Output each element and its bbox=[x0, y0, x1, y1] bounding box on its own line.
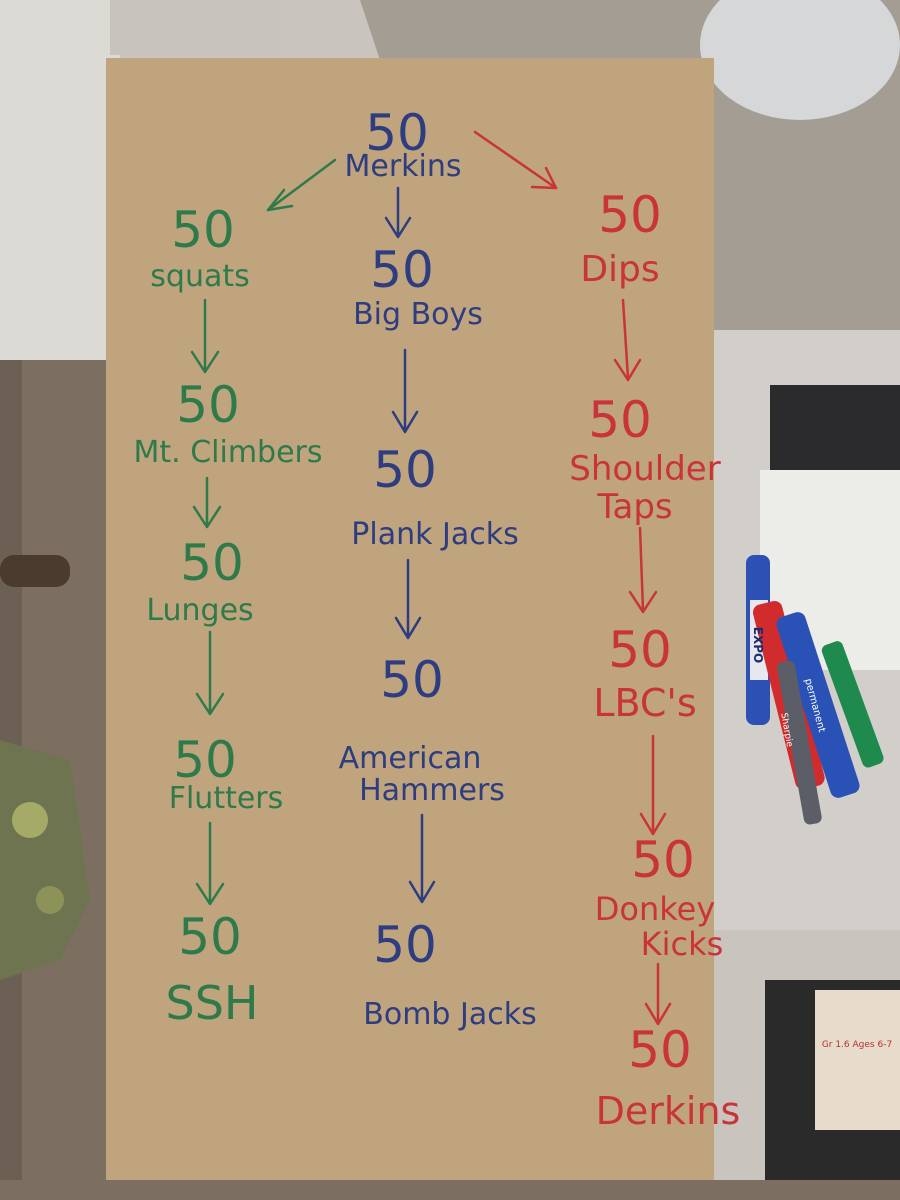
left-name-3: Lunges bbox=[146, 593, 254, 628]
middle-name-1: Big Boys bbox=[353, 297, 483, 332]
markers bbox=[746, 555, 884, 825]
cardboard-board bbox=[106, 58, 714, 1180]
left-count-1: 50 bbox=[171, 201, 235, 259]
right-name-4b: Kicks bbox=[640, 925, 724, 963]
middle-count-2: 50 bbox=[373, 441, 437, 499]
middle-name-4: Bomb Jacks bbox=[363, 997, 537, 1032]
middle-count-3: 50 bbox=[380, 651, 444, 709]
expo-label: EXPO bbox=[751, 626, 766, 664]
permanent-label: permanent bbox=[802, 676, 828, 734]
left-count-3: 50 bbox=[180, 534, 244, 592]
right-name-1: Dips bbox=[580, 249, 660, 290]
middle-name-3b: Hammers bbox=[359, 773, 505, 808]
left-name-4: Flutters bbox=[168, 781, 284, 816]
left-count-2: 50 bbox=[176, 376, 240, 434]
top-count: 50 bbox=[365, 104, 429, 162]
right-count-4: 50 bbox=[631, 831, 695, 889]
top-name: Merkins bbox=[344, 149, 462, 184]
right-name-2a: Shoulder bbox=[569, 449, 721, 489]
permanent-marker: permanent bbox=[800, 660, 830, 750]
left-name-5: SSH bbox=[165, 976, 259, 1030]
right-count-5: 50 bbox=[628, 1021, 692, 1079]
right-count-1: 50 bbox=[598, 186, 662, 244]
middle-count-1: 50 bbox=[370, 241, 434, 299]
middle-name-2: Plank Jacks bbox=[351, 517, 519, 552]
right-name-2b: Taps bbox=[597, 487, 673, 527]
left-count-5: 50 bbox=[178, 908, 242, 966]
right-count-3: 50 bbox=[608, 621, 672, 679]
sharpie-marker: Sharpie bbox=[772, 690, 800, 770]
notebook-text: Gr 1.6 Ages 6-7 bbox=[821, 1040, 893, 1050]
left-count-4: 50 bbox=[173, 731, 237, 789]
left-name-2: Mt. Climbers bbox=[133, 435, 323, 470]
middle-name-3a: American bbox=[338, 741, 482, 776]
left-name-1: squats bbox=[150, 259, 250, 294]
middle-count-4: 50 bbox=[373, 916, 437, 974]
expo-marker: EXPO bbox=[744, 600, 772, 690]
right-name-3: LBC's bbox=[593, 681, 697, 725]
right-count-2: 50 bbox=[588, 391, 652, 449]
right-name-4a: Donkey bbox=[594, 890, 716, 928]
sharpie-label: Sharpie bbox=[778, 712, 794, 748]
arrow-top-to-left bbox=[266, 158, 337, 212]
right-name-5: Derkins bbox=[595, 1089, 741, 1133]
